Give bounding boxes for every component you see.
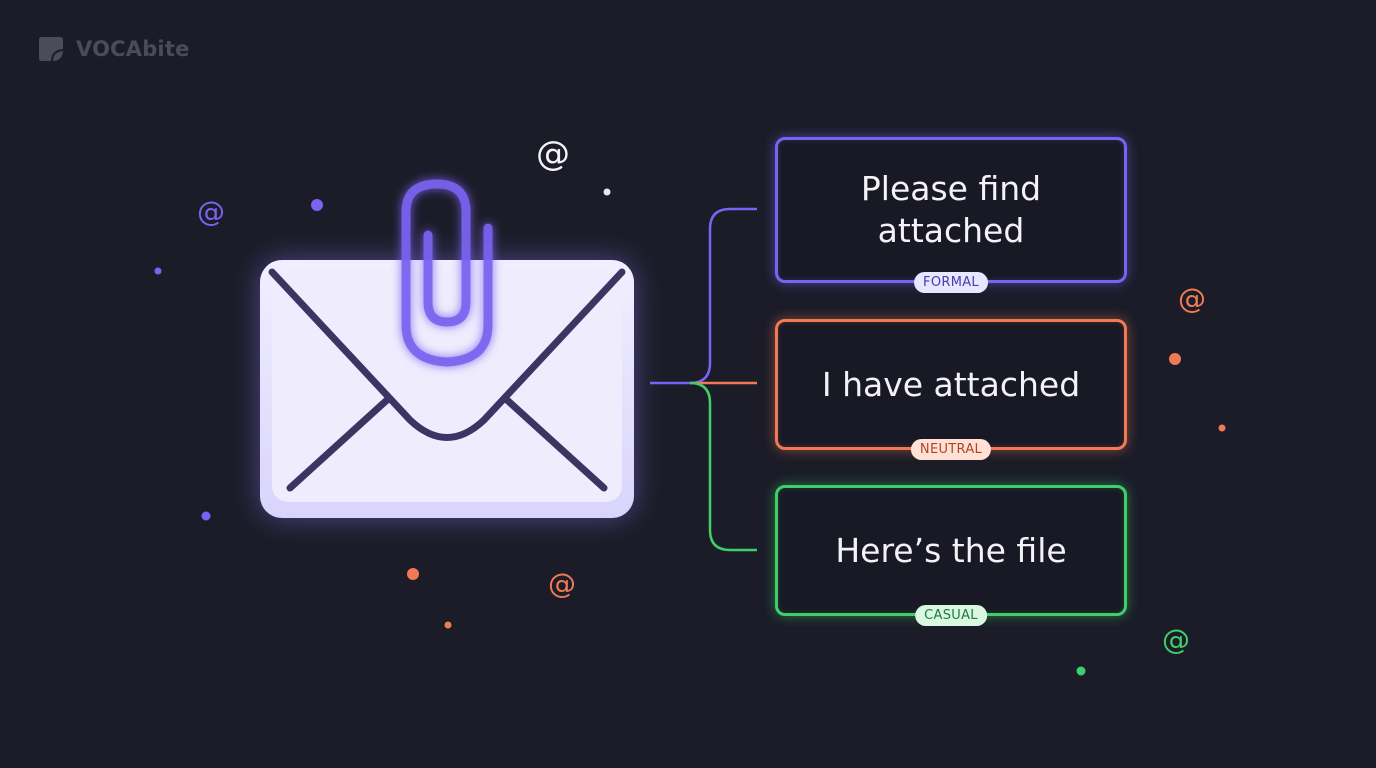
at-symbol: @ bbox=[1162, 623, 1190, 656]
phrase-card-casual: Here’s the file CASUAL bbox=[775, 485, 1127, 626]
logo-mark-icon bbox=[39, 37, 64, 62]
phrase-card-formal: Please find attached FORMAL bbox=[775, 137, 1127, 293]
register-badge-casual: CASUAL bbox=[915, 605, 987, 626]
brand-name: VOCAbite bbox=[76, 37, 190, 61]
at-symbol: @ bbox=[197, 195, 225, 228]
at-symbol: @ bbox=[548, 567, 576, 600]
brand-logo: VOCAbite bbox=[36, 34, 190, 64]
decorative-dots bbox=[154, 188, 1226, 676]
at-symbols: @ @ @ @ @ bbox=[197, 134, 1206, 656]
phrase-text: Please find attached bbox=[860, 169, 1042, 250]
register-badge-formal: FORMAL bbox=[914, 272, 988, 293]
paperclip-icon bbox=[401, 179, 493, 367]
phrase-text: I have attached bbox=[821, 364, 1081, 404]
at-symbol: @ bbox=[1178, 282, 1206, 315]
phrase-text: Here’s the file bbox=[835, 530, 1067, 570]
connector-lines bbox=[650, 207, 757, 552]
register-badge-neutral: NEUTRAL bbox=[910, 439, 992, 460]
at-symbol: @ bbox=[536, 134, 570, 174]
phrase-card-neutral: I have attached NEUTRAL bbox=[775, 319, 1127, 460]
envelope-icon bbox=[260, 260, 634, 518]
